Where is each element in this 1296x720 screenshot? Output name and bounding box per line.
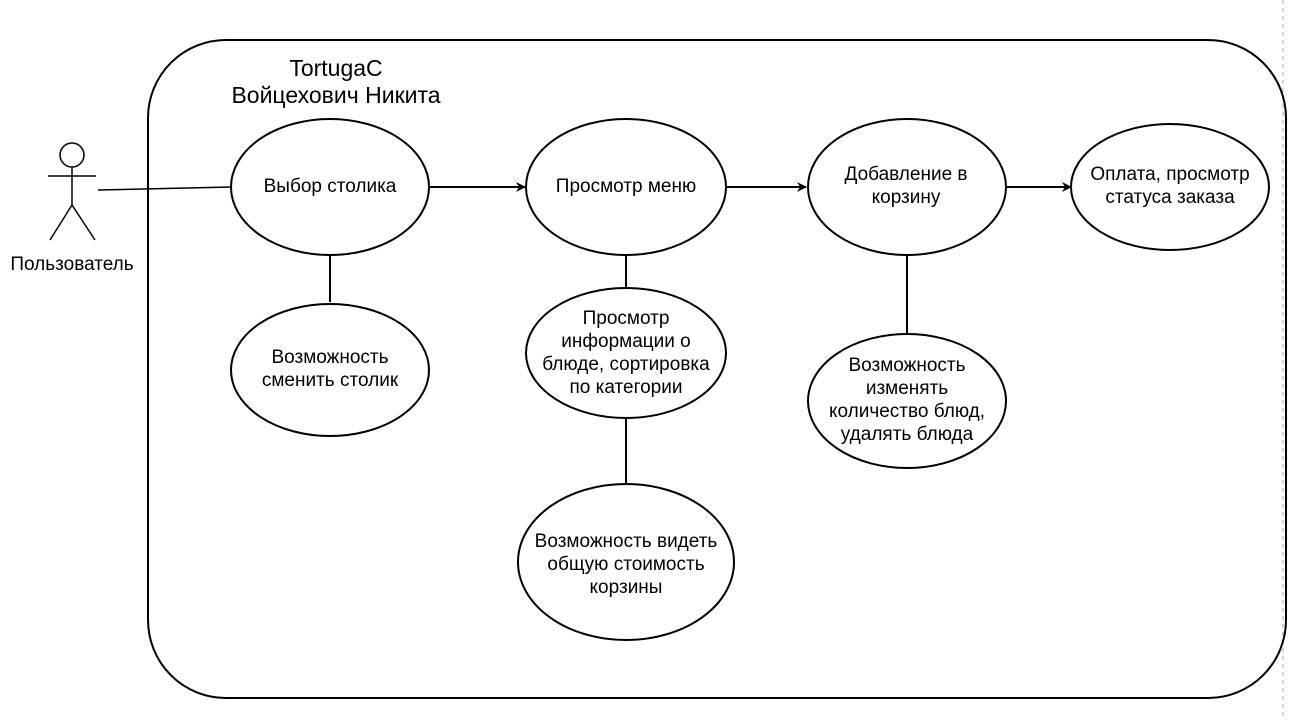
system-boundary [147,39,1287,699]
usecase-edit-quantity-label: Возможность изменять количество блюд, уд… [828,355,986,445]
system-title: TortugaC Войцехович Никита [200,52,472,112]
usecase-change-table-label: Возможность сменить столик [261,347,399,391]
usecase-view-menu[interactable] [525,118,727,256]
usecase-cart-total-label: Возможность видеть общую стоимость корзи… [534,531,718,598]
actor-association-line [97,186,232,191]
usecase-edit-quantity[interactable] [807,333,1007,469]
usecase-dish-info[interactable] [525,287,727,419]
usecase-change-table[interactable] [230,303,430,437]
usecase-pay-status[interactable] [1070,123,1270,251]
usecase-add-to-cart[interactable] [807,118,1007,256]
usecase-cart-total[interactable] [517,483,735,641]
system-title-line2: Войцехович Никита [231,82,441,108]
usecase-select-table[interactable] [230,118,430,256]
usecase-dish-info-label: Просмотр информации о блюде, сортировка … [542,308,710,398]
actor-label: Пользователь [10,253,134,275]
usecase-pay-status-label: Оплата, просмотр статуса заказа [1090,164,1250,208]
usecase-select-table-label: Выбор столика [263,175,397,197]
system-title-line1: TortugaC [289,55,383,81]
actor-icon [48,142,96,241]
usecase-add-to-cart-label: Добавление в корзину [844,164,968,208]
usecase-view-menu-label: Просмотр меню [555,175,697,197]
